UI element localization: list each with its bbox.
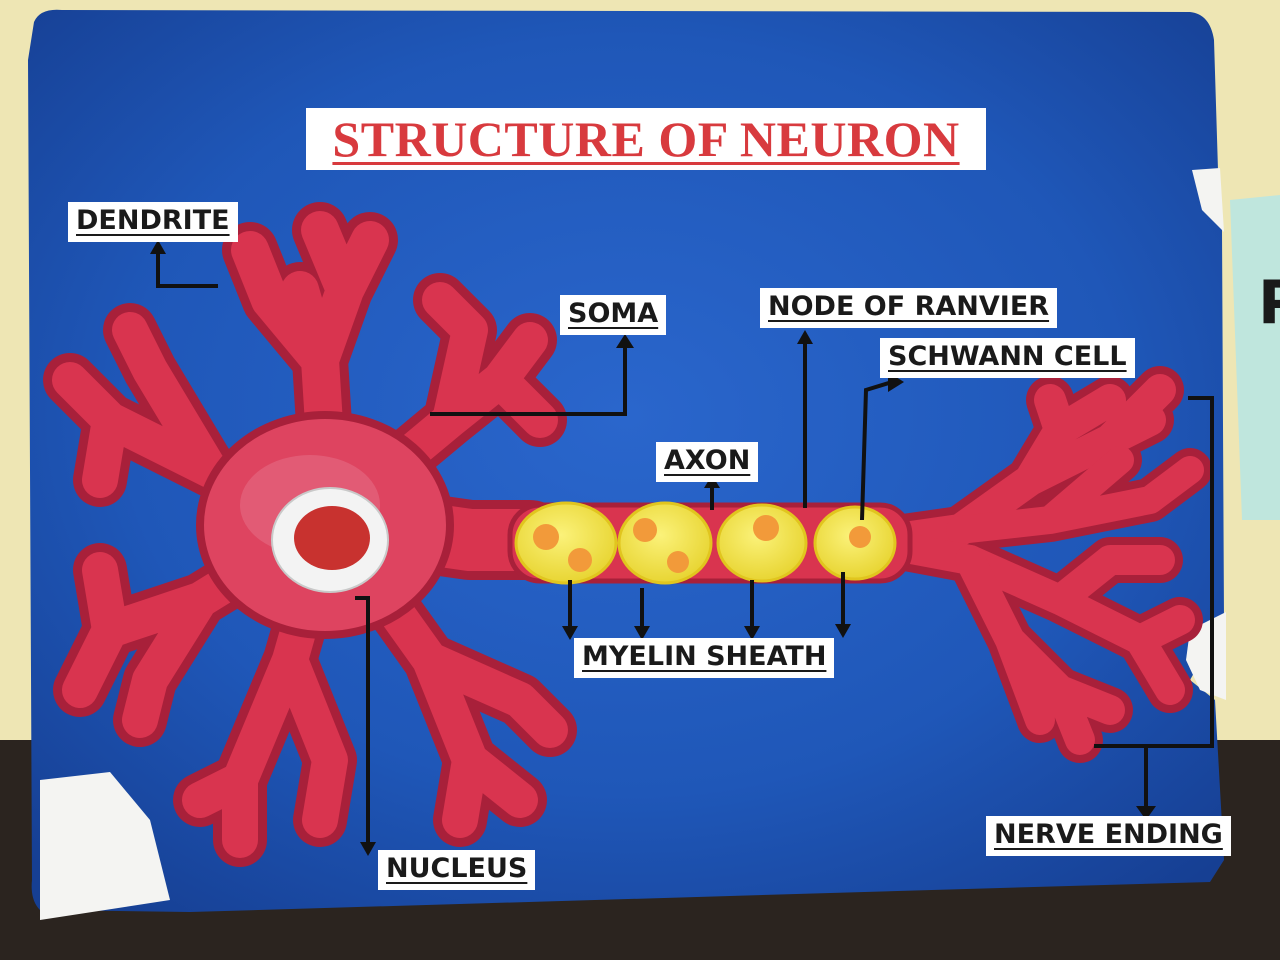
label-schwann-cell: SCHWANN CELL [880,338,1135,378]
foam-corner-top-right [1192,168,1224,232]
poster-title: STRUCTURE OF NEURON [332,111,960,167]
label-node-of-ranvier: NODE OF RANVIER [760,288,1058,328]
side-card-letter: P [1258,268,1280,338]
poster-title-box: STRUCTURE OF NEURON [306,108,986,170]
leader-lines [156,252,1214,844]
label-dendrite: DENDRITE [68,202,238,242]
label-nerve-ending: NERVE ENDING [986,816,1231,856]
label-axon: AXON [656,442,759,482]
side-card [1230,195,1280,520]
foam-corner-left [40,772,170,920]
nucleus-core [294,506,370,570]
neuron-model [43,202,1212,867]
label-myelin-sheath: MYELIN SHEATH [574,638,835,678]
label-nucleus: NUCLEUS [378,850,536,890]
label-soma: SOMA [560,295,667,335]
schwann-cell-nuclei [533,515,871,573]
